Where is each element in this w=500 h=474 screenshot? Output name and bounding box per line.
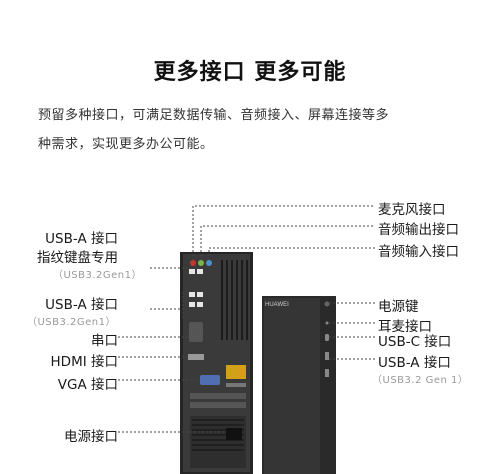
leader-lines	[118, 205, 375, 433]
label-power-button: 电源键	[378, 299, 419, 315]
rear-tower	[180, 252, 253, 474]
description: 预留多种接口，可满足数据传输、音频接入、屏幕连接等多 种需求，实现更多办公可能。	[38, 101, 468, 159]
label-usb-a-spec: （USB3.2Gen1）	[26, 317, 116, 328]
label-usb-a-front-spec: （USB3.2 Gen 1）	[372, 375, 469, 386]
label-power-in: 电源接口	[64, 429, 118, 445]
brand-label: HUAWEI	[265, 302, 289, 308]
audio-in-jack	[206, 260, 212, 266]
label-headset: 耳麦接口	[378, 319, 432, 335]
label-usb-a-front: USB-A 接口	[378, 355, 451, 371]
description-line-1: 预留多种接口，可满足数据传输、音频接入、屏幕连接等多	[38, 108, 390, 123]
front-tower: HUAWEI	[262, 296, 336, 474]
label-usb-a-keyboard-spec: （USB3.2Gen1）	[52, 270, 142, 281]
label-usb-c: USB-C 接口	[378, 334, 452, 350]
label-fingerprint-keyboard: 指纹键盘专用	[37, 250, 118, 266]
label-usb-a: USB-A 接口	[45, 297, 118, 313]
page-title: 更多接口 更多可能	[153, 60, 347, 85]
label-hdmi: HDMI 接口	[50, 354, 118, 370]
label-serial: 串口	[91, 333, 118, 349]
power-button-shape	[324, 301, 330, 307]
label-mic: 麦克风接口	[378, 202, 446, 218]
label-audio-out: 音频输出接口	[378, 222, 459, 238]
label-usb-a-keyboard: USB-A 接口	[45, 231, 118, 247]
label-audio-in: 音频输入接口	[378, 244, 459, 260]
mic-jack	[190, 260, 196, 266]
power-socket	[226, 428, 242, 440]
label-vga: VGA 接口	[57, 377, 118, 393]
audio-out-jack	[198, 260, 204, 266]
description-line-2: 种需求，实现更多办公可能。	[38, 137, 214, 152]
